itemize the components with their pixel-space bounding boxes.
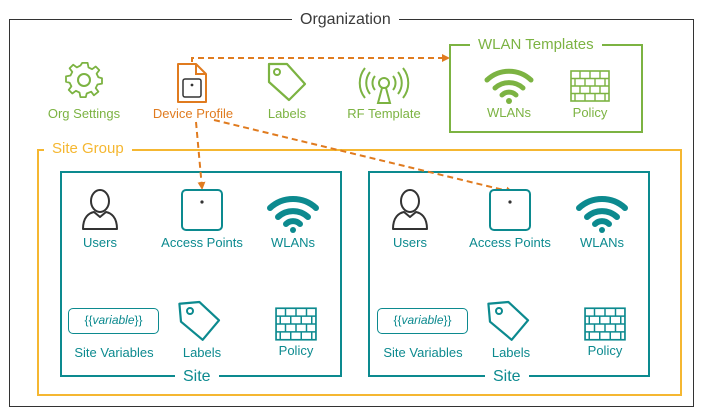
document-icon — [177, 63, 207, 103]
site2-labels-label: Labels — [491, 345, 531, 360]
variable-close-braces: }} — [443, 313, 452, 327]
radio-signal-icon — [358, 67, 410, 104]
variable-word: variable — [401, 313, 444, 327]
gear-icon — [65, 61, 103, 99]
variable-close-braces: }} — [134, 313, 143, 327]
tag-icon — [487, 300, 530, 341]
site2-users-label: Users — [393, 235, 427, 250]
firewall-icon — [584, 307, 626, 341]
site1-labels-label: Labels — [182, 345, 222, 360]
site1-wlans-label: WLANs — [270, 235, 316, 250]
organization-title: Organization — [292, 12, 399, 28]
site-title-2: Site — [485, 369, 529, 385]
tag-icon — [267, 62, 307, 102]
site-group-frame — [37, 149, 682, 396]
variable-box: {{variable}} — [377, 308, 468, 334]
org-labels-label: Labels — [267, 106, 307, 121]
wifi-icon — [267, 196, 319, 233]
site1-policy-label: Policy — [278, 343, 314, 358]
wlan-templates-title: WLAN Templates — [470, 37, 602, 52]
site2-wlans-label: WLANs — [579, 235, 625, 250]
site2-policy-label: Policy — [587, 343, 623, 358]
device-profile-label: Device Profile — [152, 106, 234, 121]
wifi-icon — [576, 196, 628, 233]
org-settings-label: Org Settings — [47, 106, 121, 121]
site2-site-variables-label: Site Variables — [383, 345, 463, 360]
tag-icon — [178, 300, 221, 341]
variable-open-braces: {{ — [84, 313, 93, 327]
arrow-to-wlan-templates — [191, 54, 450, 72]
access-point-icon — [489, 189, 531, 231]
arrow-to-site1-ap — [195, 121, 206, 190]
site1-site-variables-label: Site Variables — [74, 345, 154, 360]
rf-template-label: RF Template — [347, 106, 421, 121]
wifi-icon — [484, 68, 534, 104]
variable-word: variable — [92, 313, 135, 327]
site1-access-points-label: Access Points — [161, 235, 243, 250]
variable-open-braces: {{ — [393, 313, 402, 327]
site2-access-points-label: Access Points — [469, 235, 551, 250]
firewall-icon — [570, 70, 610, 102]
arrow-to-site2-ap — [213, 119, 514, 195]
site-title-1: Site — [175, 369, 219, 385]
site-group-title: Site Group — [44, 141, 132, 156]
firewall-icon — [275, 307, 317, 341]
wlan-templates-policy-label: Policy — [572, 105, 608, 120]
variable-box: {{variable}} — [68, 308, 159, 334]
user-icon — [82, 189, 118, 230]
access-point-icon — [181, 189, 223, 231]
wlan-templates-wlans-label: WLANs — [486, 105, 532, 120]
site1-users-label: Users — [83, 235, 117, 250]
user-icon — [392, 189, 428, 230]
